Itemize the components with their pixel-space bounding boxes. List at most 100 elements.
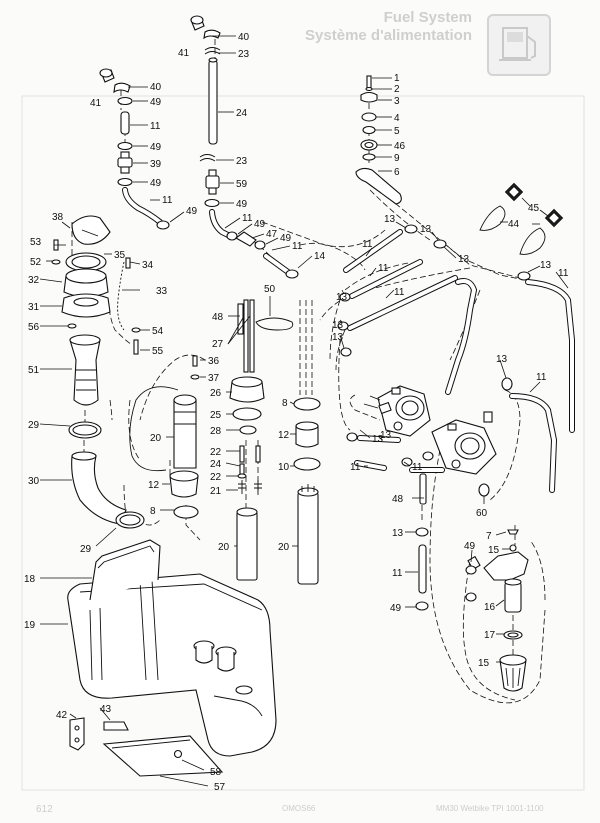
callout-49-g: 49 (280, 233, 292, 244)
callout-13-g: 13 (332, 332, 344, 343)
vent-fitting-41a (190, 15, 205, 31)
callout-19: 19 (24, 620, 36, 631)
callout-37: 37 (208, 373, 220, 384)
vent-line-center (199, 154, 299, 279)
clamp-23b (199, 154, 216, 162)
washer-52 (51, 259, 61, 265)
callout-57: 57 (214, 782, 226, 793)
clamp-49i (415, 601, 429, 611)
callout-24-b: 24 (210, 459, 222, 470)
callout-40-a: 40 (238, 32, 250, 43)
callout-4: 4 (394, 113, 400, 124)
spring-21b (254, 480, 262, 494)
hose-11l (418, 544, 427, 594)
callout-58: 58 (210, 767, 222, 778)
callout-38: 38 (52, 212, 64, 223)
callout-11-k: 11 (412, 462, 423, 473)
filler-cap-assembly-left (51, 215, 145, 529)
callout-50: 50 (264, 284, 276, 295)
callout-18: 18 (24, 574, 36, 585)
oring-28 (239, 425, 257, 435)
clamp-23a (204, 47, 221, 55)
clamp-13j (422, 451, 434, 461)
callout-13-j: 13 (380, 430, 392, 441)
clamp-13f (517, 271, 531, 281)
tank-handle-18 (89, 539, 161, 601)
fuel-tank-pickup-left (129, 386, 199, 519)
clamp-8a (293, 397, 321, 411)
callout-11-i: 11 (536, 372, 547, 383)
clamp-13i (401, 457, 413, 467)
tether-chain-33 (117, 261, 125, 331)
callout-41-b: 41 (90, 98, 102, 109)
callout-43: 43 (100, 704, 112, 715)
cable-ties-group (479, 182, 564, 255)
check-valve-39 (117, 151, 133, 174)
callout-60: 60 (476, 508, 488, 519)
callout-26: 26 (210, 388, 222, 399)
header-title-french: Système d'alimentation (305, 27, 472, 44)
vent-hose-24 (208, 59, 218, 145)
pin-24b (239, 463, 245, 475)
callout-20-b: 20 (218, 542, 230, 553)
filler-cap-38 (71, 215, 111, 245)
callout-53: 53 (30, 237, 42, 248)
callout-49-c: 49 (150, 178, 162, 189)
callout-13-e: 13 (336, 292, 348, 303)
callout-6: 6 (394, 167, 400, 178)
cap-3 (360, 91, 378, 103)
vent-tube-48a (237, 303, 244, 335)
callout-56: 56 (28, 322, 40, 333)
page-frame (21, 95, 585, 791)
footer-page-number: 612 (36, 804, 53, 815)
washer-15a (509, 544, 517, 552)
clamp-49d (204, 198, 220, 208)
callout-44: 44 (508, 219, 520, 230)
clamp-13c (339, 292, 351, 302)
callout-11-j: 11 (350, 462, 361, 473)
cable-tie-44b (519, 227, 546, 255)
screw-58 (173, 749, 183, 759)
callout-11-l: 11 (392, 568, 403, 579)
ring-5 (362, 125, 376, 135)
callout-35: 35 (114, 250, 126, 261)
clamp-25 (232, 407, 262, 421)
pickup-tube-27b (249, 299, 255, 373)
callout-11-f: 11 (378, 263, 389, 274)
callout-33: 33 (156, 286, 168, 297)
callout-11-c: 11 (242, 213, 253, 224)
screw-34 (125, 257, 131, 269)
clamp-13g (501, 377, 513, 391)
callout-12-a: 12 (278, 430, 290, 441)
pickup-tube-27a (243, 299, 249, 373)
callout-14: 14 (314, 251, 326, 262)
callout-5: 5 (394, 126, 400, 137)
fuel-tank-19 (67, 539, 277, 757)
oring-9 (362, 153, 376, 161)
float-20b (236, 511, 258, 581)
callout-49-h: 49 (464, 541, 476, 552)
strap-50 (255, 317, 294, 331)
washer-2 (365, 86, 373, 92)
callout-25: 25 (210, 410, 222, 421)
washer-56 (67, 323, 77, 329)
callout-7: 7 (486, 531, 492, 542)
sender-unit-20c (297, 491, 319, 585)
callout-17: 17 (484, 630, 496, 641)
clamp-49c (117, 177, 133, 187)
fuel-section-icon (499, 27, 536, 61)
callout-32: 32 (28, 275, 40, 286)
callout-29-a: 29 (28, 420, 40, 431)
clamp-49g (254, 240, 266, 250)
callout-49-i: 49 (390, 603, 402, 614)
callout-15-b: 15 (478, 658, 490, 669)
carburetor-assembly (346, 385, 497, 505)
clamp-49e (156, 220, 170, 230)
clamp-49f (226, 231, 238, 241)
callout-20-c: 20 (278, 542, 290, 553)
callout-36: 36 (208, 356, 220, 367)
clamp-14 (285, 269, 299, 279)
callout-3: 3 (394, 96, 400, 107)
clamp-8b (173, 505, 199, 519)
vent-check-valve-40b (113, 82, 131, 94)
